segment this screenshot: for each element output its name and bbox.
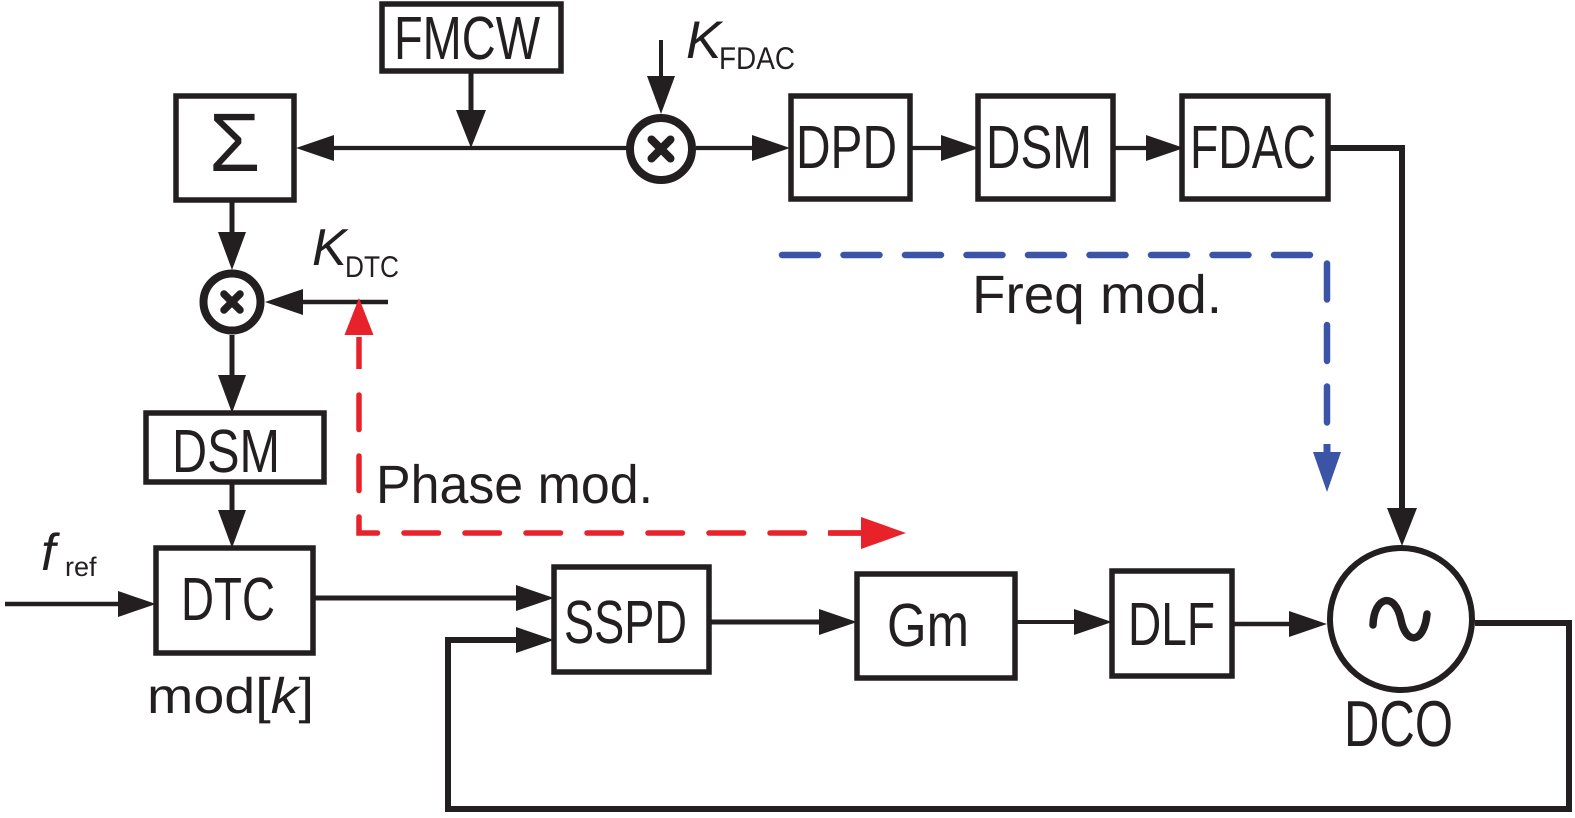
svg-text:ref: ref [65,552,97,582]
svg-text:FDAC: FDAC [719,40,795,76]
svg-text:f: f [41,524,60,582]
svg-text:FMCW: FMCW [394,4,540,72]
svg-text:DSM: DSM [172,417,280,485]
svg-text:K: K [312,219,349,277]
svg-text:DSM: DSM [986,113,1092,181]
svg-text:DLF: DLF [1128,590,1215,658]
svg-text:mod[k]: mod[k] [147,668,314,724]
svg-text:K: K [686,11,724,70]
svg-text:Freq mod.: Freq mod. [972,265,1222,325]
svg-text:Gm: Gm [887,591,969,659]
svg-text:DTC: DTC [345,251,399,284]
svg-text:DTC: DTC [181,565,275,633]
svg-text:DPD: DPD [796,113,897,181]
svg-text:DCO: DCO [1344,687,1453,760]
svg-text:FDAC: FDAC [1190,113,1316,181]
svg-text:SSPD: SSPD [564,588,687,656]
svg-text:Σ: Σ [209,96,260,189]
svg-text:Phase mod.: Phase mod. [376,455,653,515]
